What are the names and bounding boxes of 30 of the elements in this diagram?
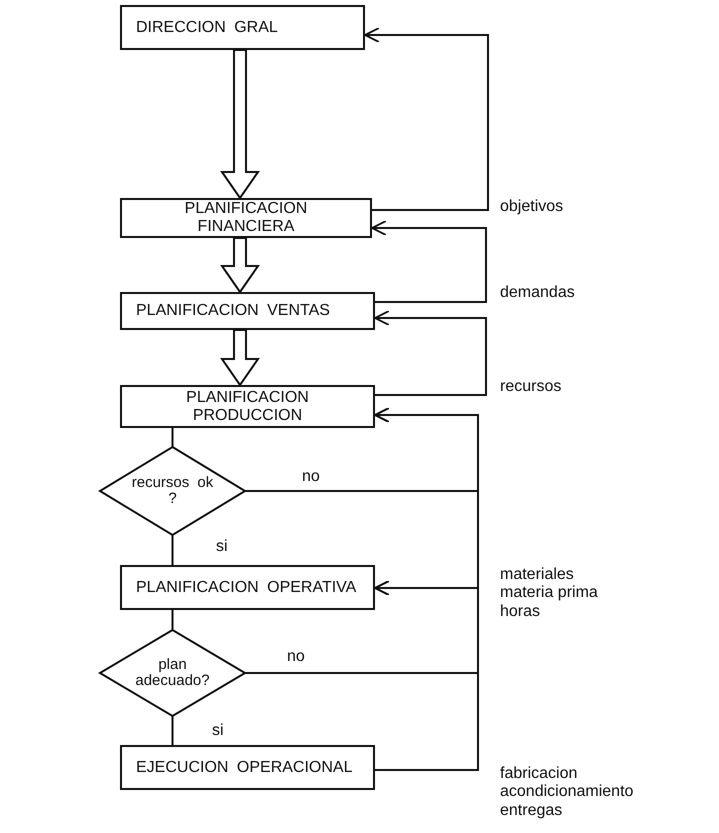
connector-line (172, 716, 174, 745)
side-note: fabricacion acondicionamiento entregas (500, 765, 634, 820)
process-box (120, 385, 375, 428)
process-box (120, 745, 375, 790)
process-box (120, 198, 372, 238)
process-box (120, 292, 375, 330)
arrow (374, 310, 487, 396)
node-label: PLANIFICACION VENTAS (136, 302, 330, 320)
process-box (120, 565, 375, 610)
hollow-arrow (220, 49, 260, 200)
arrow (371, 220, 487, 303)
connector-line (172, 610, 174, 630)
node-label: recursos ok ? (130, 474, 214, 508)
node-label: EJECUCION OPERACIONAL (136, 758, 352, 776)
arrow (364, 27, 489, 211)
side-note: recursos (500, 378, 562, 396)
node-label: plan adecuado? (134, 656, 211, 690)
node-label: PLANIFICACION OPERATIVA (136, 578, 356, 596)
side-note: materiales materia prima horas (500, 566, 599, 622)
connector-line (172, 535, 174, 565)
process-box (120, 5, 365, 50)
side-note: objetivos (500, 198, 564, 216)
side-note: demandas (500, 284, 576, 302)
arrow (374, 580, 479, 771)
connector-line (172, 428, 174, 447)
hollow-arrow (220, 237, 260, 294)
node-label: DIRECCION GRAL (136, 18, 278, 36)
node-label: PLANIFICACION PRODUCCION (185, 388, 310, 424)
node-label: PLANIFICACION FINANCIERA (184, 200, 308, 236)
hollow-arrow (220, 329, 260, 387)
